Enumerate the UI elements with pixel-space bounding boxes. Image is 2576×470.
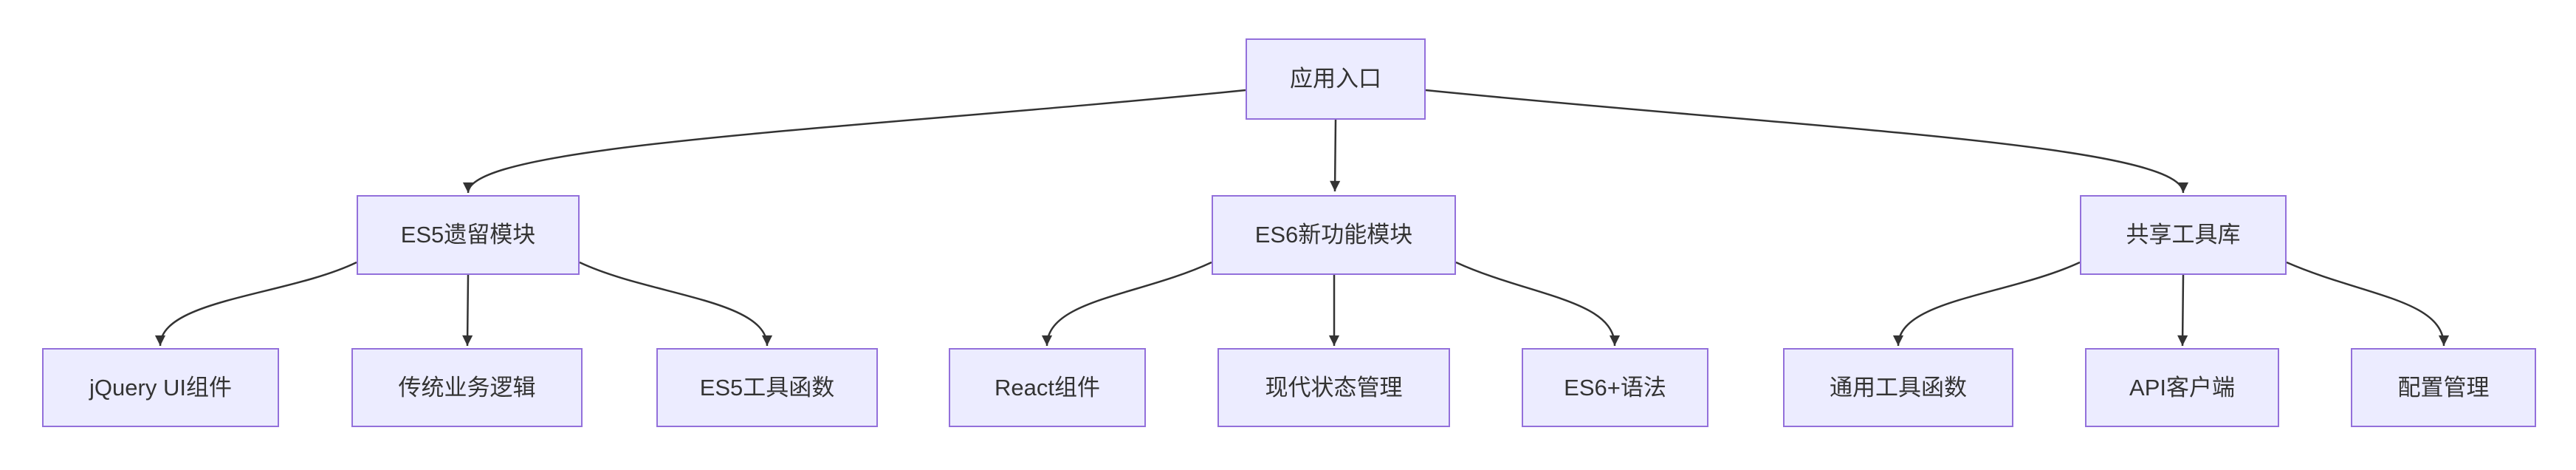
edge-entry-to-es5-legacy	[463, 89, 1246, 194]
node-label: 配置管理	[2397, 374, 2490, 401]
edge-shared-utils-to-config-mgmt	[2286, 261, 2450, 347]
node-label: 应用入口	[1290, 66, 1381, 92]
node-es5-legacy: ES5遗留模块	[357, 195, 580, 275]
node-legacy-business: 传统业务逻辑	[351, 348, 583, 427]
node-general-utils: 通用工具函数	[1783, 348, 2013, 427]
node-entry: 应用入口	[1246, 38, 1426, 120]
node-label: 现代状态管理	[1265, 374, 1403, 401]
node-label: 通用工具函数	[1830, 374, 1967, 401]
edge-shared-utils-to-general-utils	[1892, 261, 2081, 347]
edge-shared-utils-to-api-client	[2177, 274, 2188, 347]
node-react-components: React组件	[949, 348, 1146, 427]
node-es5-utils: ES5工具函数	[656, 348, 878, 427]
edge-es5-legacy-to-jquery-ui	[154, 261, 357, 347]
edge-entry-to-es6-features	[1330, 119, 1341, 192]
node-label: ES5遗留模块	[400, 222, 536, 248]
node-label: ES6新功能模块	[1254, 222, 1413, 248]
edge-entry-to-shared-utils	[1425, 89, 2188, 194]
node-label: jQuery UI组件	[89, 374, 232, 401]
node-label: 共享工具库	[2126, 222, 2241, 248]
edge-es5-legacy-to-legacy-business	[462, 274, 473, 347]
node-label: ES5工具函数	[699, 374, 835, 401]
node-config-mgmt: 配置管理	[2351, 348, 2536, 427]
node-label: React组件	[995, 374, 1100, 401]
node-label: ES6+语法	[1564, 374, 1666, 401]
node-jquery-ui: jQuery UI组件	[42, 348, 279, 427]
node-label: 传统业务逻辑	[398, 374, 536, 401]
edge-es6-features-to-es6-syntax	[1455, 261, 1621, 347]
node-es6-syntax: ES6+语法	[1522, 348, 1708, 427]
node-shared-utils: 共享工具库	[2080, 195, 2287, 275]
node-modern-state: 现代状态管理	[1217, 348, 1450, 427]
node-label: API客户端	[2129, 374, 2235, 401]
node-es6-features: ES6新功能模块	[1212, 195, 1456, 275]
node-api-client: API客户端	[2085, 348, 2279, 427]
edge-es5-legacy-to-es5-utils	[579, 261, 773, 347]
edge-es6-features-to-react-components	[1041, 261, 1212, 347]
